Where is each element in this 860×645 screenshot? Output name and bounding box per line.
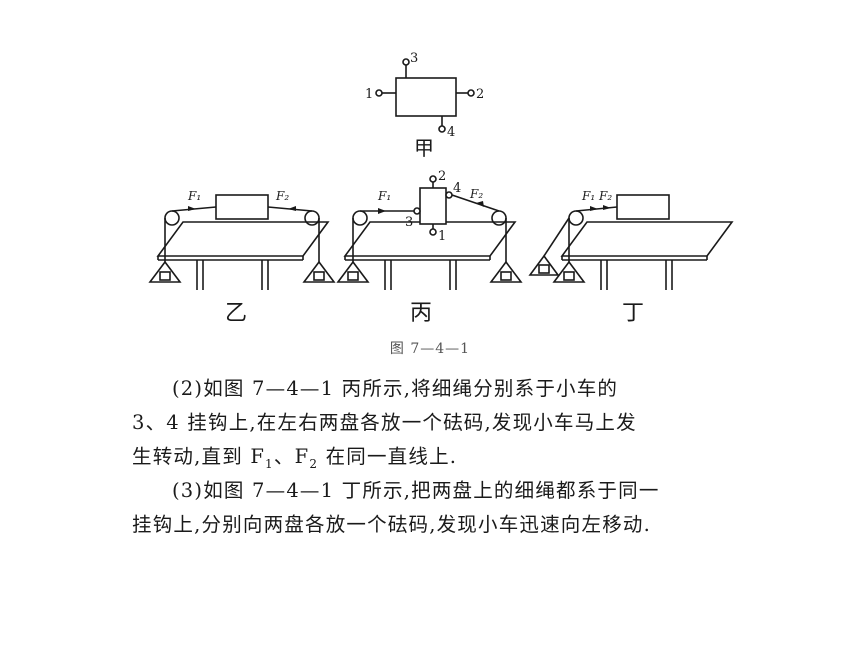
diagram-label-yi: 乙 [225, 301, 247, 326]
experiment-figure: 3 1 2 4 甲 F₁ F₂ 乙 [148, 51, 734, 326]
diagram-jia: 3 1 2 4 甲 [365, 51, 484, 160]
cart [616, 194, 670, 220]
cart [215, 194, 269, 220]
hook-top [402, 58, 410, 66]
diagram-yi: F₁ F₂ 乙 [148, 189, 336, 326]
hook-label-2: 2 [438, 169, 446, 184]
force-f1: F1 [250, 445, 274, 471]
table-top [560, 221, 734, 257]
hook-label-right: 2 [476, 87, 484, 102]
diagram-label-bing: 丙 [410, 301, 432, 326]
hook-label-3: 3 [405, 215, 413, 230]
pulley-left [568, 210, 584, 226]
text-line: (3)如图 7—4—1 丁所示,把两盘上的细绳都系于同一 [172, 479, 660, 502]
hook-right [467, 89, 475, 97]
diagram-ding: F₁ F₂ 丁 [528, 189, 734, 326]
force-label-f1: F₁ [187, 189, 201, 203]
paragraph-2: (2)如图 7—4—1 丙所示,将细绳分别系于小车的 3、4 挂钩上,在左右两盘… [132, 372, 752, 481]
hook-label-1: 1 [438, 229, 446, 244]
text-line: 生转动,直到 F1、F2 在同一直线上. [132, 445, 458, 471]
table-top [343, 221, 517, 257]
hook-1 [429, 228, 437, 236]
force-f2: F2 [294, 445, 319, 471]
figure-caption: 图 7—4—1 [389, 341, 471, 357]
hook-label-4: 4 [453, 181, 461, 196]
hook-label-bottom: 4 [447, 125, 455, 140]
diagram-label-jia: 甲 [414, 136, 434, 160]
hook-left [375, 89, 383, 97]
cart-box [395, 77, 457, 117]
force-label-f1: F₁ [377, 189, 391, 203]
pulley-left [352, 210, 368, 226]
text-line: 3、4 挂钩上,在左右两盘各放一个砝码,发现小车马上发 [132, 411, 637, 434]
pulley-left [164, 210, 180, 226]
diagram-label-ding: 丁 [622, 301, 644, 326]
text-line: 挂钩上,分别向两盘各放一个砝码,发现小车迅速向左移动. [132, 513, 651, 536]
paragraph-3: (3)如图 7—4—1 丁所示,把两盘上的细绳都系于同一 挂钩上,分别向两盘各放… [132, 474, 752, 542]
hook-3 [413, 207, 421, 215]
hook-4 [445, 191, 453, 199]
hook-2 [429, 175, 437, 183]
hook-label-top: 3 [410, 51, 418, 66]
force-label-f1: F₁ [581, 189, 595, 203]
text-line: (2)如图 7—4—1 丙所示,将细绳分别系于小车的 [172, 377, 619, 400]
force-label-f2: F₂ [275, 189, 289, 203]
force-label-f2: F₂ [469, 187, 483, 201]
diagram-bing: F₁ F₂ 2 3 4 1 丙 [336, 169, 523, 326]
hook-bottom [438, 125, 446, 133]
force-label-f2: F₂ [598, 189, 612, 203]
hook-label-left: 1 [365, 87, 373, 102]
table-top [156, 221, 330, 257]
cart [419, 187, 447, 225]
